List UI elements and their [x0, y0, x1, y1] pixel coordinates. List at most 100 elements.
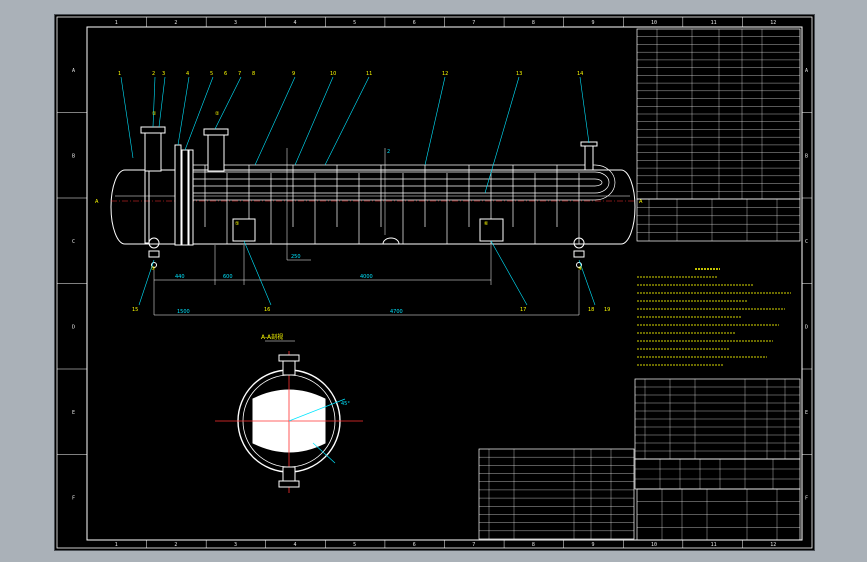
section-top-flange — [278, 354, 300, 362]
nozzle-node-label: ⑥ — [484, 221, 489, 227]
zone-col-top: 9 — [591, 20, 594, 26]
drain-flange-right — [573, 250, 585, 258]
tables — [478, 28, 801, 541]
zone-col-bottom: 9 — [591, 542, 594, 548]
outer-border — [56, 16, 813, 549]
zone-row-left: C — [72, 239, 75, 245]
view-marker-left: A — [95, 199, 99, 205]
zone-row-left: A — [72, 68, 75, 74]
drain-nozzle-right — [573, 237, 585, 249]
part-callout-number: 3 — [162, 71, 165, 77]
parts-list-header — [634, 458, 801, 490]
part-callout-number: 1 — [118, 71, 121, 77]
part-callout-number: 5 — [210, 71, 213, 77]
parts-list-lower — [478, 448, 635, 540]
part-callout-number: 18 — [588, 307, 594, 313]
zone-col-top: 8 — [532, 20, 535, 26]
dim-440: 440 — [175, 274, 185, 280]
zone-col-bottom: 11 — [711, 542, 717, 548]
part-callout-number: 17 — [520, 307, 526, 313]
zone-row-right: A — [805, 68, 808, 74]
drain-marker-left — [151, 262, 157, 268]
zone-row-left: D — [72, 324, 75, 330]
part-callout-number: 16 — [264, 307, 270, 313]
nozzle-node-label: ⑤ — [235, 221, 239, 227]
nozzle-table — [636, 198, 801, 242]
part-callout-number: 4 — [186, 71, 189, 77]
part-callout-number: 14 — [577, 71, 583, 77]
drain-boss — [382, 237, 400, 245]
part-callout-number: 7 — [238, 71, 241, 77]
part-callout-number: 6 — [224, 71, 227, 77]
part-callout-number: 8 — [252, 71, 255, 77]
heat-exchanger-elevation — [110, 76, 636, 316]
dim-4700: 4700 — [390, 309, 403, 315]
baffles — [204, 165, 580, 244]
zone-col-top: 10 — [651, 20, 657, 26]
dim-1500: 1500 — [177, 309, 190, 315]
shell-flange — [181, 149, 189, 246]
view-marker-right: A — [639, 199, 643, 205]
zone-col-top: 7 — [472, 20, 475, 26]
nozzle-node-label: ③ — [151, 266, 155, 272]
drain-flange-left — [148, 250, 160, 258]
shell-outline — [110, 169, 636, 245]
part-callout-number: 12 — [442, 71, 448, 77]
drain-nozzle-left — [148, 237, 160, 249]
part-callout-number: 11 — [366, 71, 372, 77]
inlet-nozzle — [144, 130, 162, 172]
zone-col-bottom: 7 — [472, 542, 475, 548]
part-callout-number: 9 — [292, 71, 295, 77]
vent-nozzle — [584, 144, 594, 171]
part-callout-number: 13 — [516, 71, 522, 77]
section-title: A-A剖视 — [261, 333, 283, 341]
drain-marker-right — [576, 262, 582, 268]
outlet-nozzle — [207, 132, 225, 172]
zone-col-bottom: 3 — [234, 542, 237, 548]
zone-ticks — [57, 17, 812, 548]
channel-flange — [174, 144, 182, 246]
zone-col-top: 11 — [711, 20, 717, 26]
zone-col-bottom: 1 — [115, 542, 118, 548]
section-bottom-flange — [278, 480, 300, 488]
dim-2: 2 — [387, 149, 390, 155]
zone-col-top: 3 — [234, 20, 237, 26]
section-support-leader — [312, 442, 336, 464]
zone-row-right: F — [805, 495, 808, 501]
saddle-support-left — [232, 218, 256, 242]
tubesheet-right — [188, 149, 194, 246]
dim-250: 250 — [291, 254, 301, 260]
part-callout-number: 10 — [330, 71, 336, 77]
zone-row-left: B — [72, 153, 75, 159]
section-top-nozzle — [282, 360, 296, 376]
zone-col-bottom: 8 — [532, 542, 535, 548]
zone-col-bottom: 10 — [651, 542, 657, 548]
zone-row-right: E — [805, 410, 808, 416]
dimension-lines — [153, 148, 580, 316]
zone-col-top: 2 — [174, 20, 177, 26]
part-callout-number: 15 — [132, 307, 138, 313]
zone-col-bottom: 6 — [413, 542, 416, 548]
zone-row-left: F — [72, 495, 75, 501]
nozzle-node-label: ① — [152, 111, 157, 117]
dim-600: 600 — [223, 274, 233, 280]
zone-row-right: D — [805, 324, 808, 330]
part-leaders — [120, 76, 596, 306]
zone-col-top: 4 — [294, 20, 297, 26]
zone-col-top: 12 — [770, 20, 776, 26]
outlet-nozzle-flange — [203, 128, 229, 136]
inlet-nozzle-flange — [140, 126, 166, 134]
zone-row-right: C — [805, 239, 808, 245]
nozzle-node-label: ② — [215, 111, 220, 117]
tubesheet-left — [144, 162, 150, 244]
part-callout-number: 19 — [604, 307, 610, 313]
part-callout-number: 2 — [152, 71, 155, 77]
zone-row-left: E — [72, 410, 75, 416]
zone-col-bottom: 12 — [770, 542, 776, 548]
